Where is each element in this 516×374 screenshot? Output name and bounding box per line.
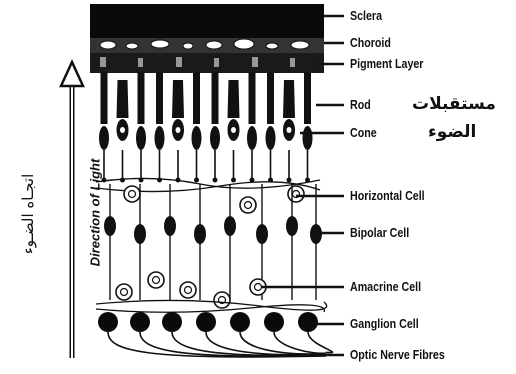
ganglion-cell	[98, 312, 118, 332]
bipolar-cell	[224, 216, 236, 236]
amacrine-cell	[116, 284, 132, 300]
cone-outer-segment	[283, 80, 295, 118]
cone-outer-segment	[172, 80, 184, 118]
horizontal-cell	[288, 186, 304, 202]
rod-cell-body	[266, 126, 276, 150]
bipolar-cell	[134, 224, 146, 244]
synaptic-terminal	[194, 178, 199, 183]
cone-nucleus	[287, 127, 292, 133]
bipolar-cell	[104, 216, 116, 236]
amacrine-cell	[148, 272, 164, 288]
ganglion-layer	[98, 312, 318, 332]
pigment-layer	[90, 53, 324, 73]
rod-outer-segment	[138, 72, 145, 124]
ganglion-cell	[264, 312, 284, 332]
cone-outer-segment	[117, 80, 129, 118]
rod-outer-segment	[101, 72, 108, 124]
ganglion-cell	[230, 312, 250, 332]
synaptic-terminal	[287, 178, 292, 183]
bipolar-cell	[286, 216, 298, 236]
optic-nerve-fibre	[274, 332, 326, 353]
rod-outer-segment	[304, 72, 311, 124]
synaptic-terminal	[213, 178, 218, 183]
rod-outer-segment	[249, 72, 256, 124]
optic-nerve-fibres	[108, 332, 333, 357]
photoreceptor-layer	[99, 72, 313, 183]
synaptic-terminal	[120, 178, 125, 183]
label-amacrine-cell: Amacrine Cell	[350, 279, 421, 294]
amacrine-cell	[214, 292, 230, 308]
label-cone: Cone	[350, 125, 377, 140]
rod-cell-body	[99, 126, 109, 150]
ganglion-cell	[162, 312, 182, 332]
label-rod: Rod	[350, 97, 371, 112]
rod-outer-segment	[212, 72, 219, 124]
label-optic-nerve-fibres: Optic Nerve Fibres	[350, 347, 445, 362]
ganglion-cell	[196, 312, 216, 332]
bipolar-cell	[256, 224, 268, 244]
label-horizontal-cell: Horizontal Cell	[350, 188, 425, 203]
rod-outer-segment	[267, 72, 274, 124]
label-ganglion-cell: Ganglion Cell	[350, 316, 419, 331]
sclera-layer	[90, 4, 324, 38]
label-pigment-layer: Pigment Layer	[350, 56, 423, 71]
inner-nuclear-layer	[96, 178, 327, 312]
rod-cell-body	[192, 126, 202, 150]
label-sclera: Sclera	[350, 8, 382, 23]
cone-nucleus	[231, 127, 236, 133]
bipolar-cell	[194, 224, 206, 244]
ganglion-cell	[130, 312, 150, 332]
direction-of-light-label: Direction of Light	[88, 148, 103, 278]
rod-cell-body	[303, 126, 313, 150]
rod-outer-segment	[156, 72, 163, 124]
synaptic-terminal	[231, 178, 236, 183]
rod-cell-body	[136, 126, 146, 150]
amacrine-cell	[180, 282, 196, 298]
rod-outer-segment	[193, 72, 200, 124]
arabic-photoreceptors-line1: مستقبلات	[412, 94, 496, 114]
arabic-direction-of-light: اتجـاه الضـوء	[19, 149, 37, 279]
cone-nucleus	[120, 127, 125, 133]
rod-cell-body	[210, 126, 220, 150]
direction-arrow	[61, 62, 83, 358]
rod-cell-body	[155, 126, 165, 150]
horizontal-cell	[124, 186, 140, 202]
optic-nerve-fibre	[308, 332, 333, 353]
rod-cell-body	[247, 126, 257, 150]
ganglion-cell	[298, 312, 318, 332]
horizontal-cell	[240, 197, 256, 213]
bipolar-cell	[164, 216, 176, 236]
optic-nerve-fibre	[140, 332, 326, 356]
arabic-photoreceptors-line2: الضوء	[428, 122, 476, 142]
cone-outer-segment	[228, 80, 240, 118]
label-choroid: Choroid	[350, 35, 391, 50]
cone-nucleus	[176, 127, 181, 133]
label-bipolar-cell: Bipolar Cell	[350, 225, 409, 240]
plexiform-line	[96, 305, 324, 312]
